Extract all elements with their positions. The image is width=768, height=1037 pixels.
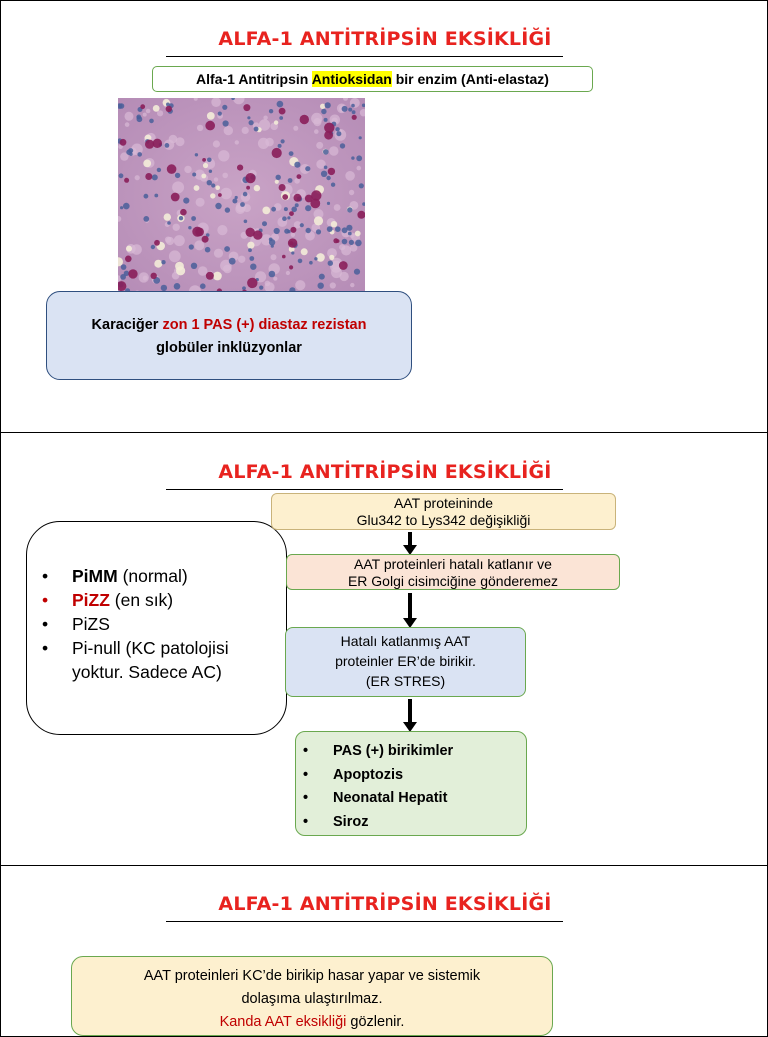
consequence-line2: dolaşıma ulaştırılmaz. (241, 991, 383, 1007)
slide-title: ALFA-1 ANTİTRİPSİN EKSİKLİĞİ (218, 461, 552, 483)
phenotype-name: PiMM (72, 566, 118, 586)
title-underline (166, 56, 563, 57)
caption-red-text: zon 1 PAS (+) diastaz rezistan (162, 317, 367, 333)
definition-text-2: bir enzim (Anti-elastaz) (391, 71, 549, 87)
phenotype-note: (normal) (117, 566, 188, 586)
phenotype-box: PiMM (normal)PiZZ (en sık)PiZSPi-null (K… (26, 521, 287, 735)
phenotype-name: PiZS (72, 614, 110, 634)
flow-box-er-stress: Hatalı katlanmış AAT proteinler ER’de bi… (285, 627, 526, 697)
slide-2: ALFA-1 ANTİTRİPSİN EKSİKLİĞİ PiMM (norma… (0, 432, 768, 867)
outcome-item: Neonatal Hepatit (303, 787, 526, 811)
outcome-list: PAS (+) birikimlerApoptozisNeonatal Hepa… (303, 740, 526, 834)
caption-box: Karaciğer zon 1 PAS (+) diastaz rezistan… (46, 291, 412, 380)
phenotype-name: PiZZ (72, 590, 110, 610)
consequence-box: AAT proteinleri KC’de birikip hasar yapa… (71, 956, 553, 1036)
phenotype-list: PiMM (normal)PiZZ (en sık)PiZSPi-null (K… (42, 564, 276, 684)
definition-text-1: Alfa-1 Antitripsin (196, 71, 312, 87)
antioxidant-highlight: Antioksidan (311, 71, 392, 87)
flow-box-mutation: AAT proteininde Glu342 to Lys342 değişik… (271, 493, 616, 530)
consequence-red-text: Kanda AAT eksikliği (219, 1014, 347, 1030)
outcome-item: Siroz (303, 811, 526, 835)
flow-box-outcomes: PAS (+) birikimlerApoptozisNeonatal Hepa… (295, 731, 527, 836)
definition-box: Alfa-1 Antitripsin Antioksidan bir enzim… (152, 66, 593, 92)
flow3-line1: Hatalı katlanmış AAT (340, 633, 471, 649)
phenotype-item: PiMM (normal) (42, 564, 276, 588)
phenotype-item: Pi-null (KC patolojisi yoktur. Sadece AC… (42, 636, 276, 684)
slide-title: ALFA-1 ANTİTRİPSİN EKSİKLİĞİ (218, 28, 552, 50)
slide-title: ALFA-1 ANTİTRİPSİN EKSİKLİĞİ (218, 893, 552, 915)
phenotype-item: PiZS (42, 612, 276, 636)
outcome-item: Apoptozis (303, 764, 526, 788)
flow3-line2: proteinler ER’de birikir. (335, 653, 476, 669)
title-underline (166, 921, 563, 922)
phenotype-name: Pi-null (KC patolojisi yoktur. Sadece AC… (72, 638, 229, 682)
outcome-item: PAS (+) birikimler (303, 740, 526, 764)
flow3-line3: (ER STRES) (365, 673, 446, 689)
consequence-line1: AAT proteinleri KC’de birikip hasar yapa… (143, 968, 481, 984)
arrow-down-icon (403, 593, 417, 628)
arrow-down-icon (403, 699, 417, 732)
slide-3: ALFA-1 ANTİTRİPSİN EKSİKLİĞİ AAT protein… (0, 865, 768, 1037)
flow-box-misfolding: AAT proteinleri hatalı katlanır ve ER Go… (286, 554, 620, 590)
title-underline (166, 489, 563, 490)
phenotype-note: (en sık) (109, 590, 174, 610)
liver-histology-image (118, 98, 365, 294)
flow2-line1: AAT proteinleri hatalı katlanır ve (354, 556, 552, 572)
caption-text-1: Karaciğer (91, 317, 163, 333)
consequence-line3: gözlenir. (346, 1014, 405, 1030)
caption-text-2: globüler inklüzyonlar (156, 340, 302, 356)
slide-1: ALFA-1 ANTİTRİPSİN EKSİKLİĞİ Alfa-1 Anti… (0, 0, 768, 434)
arrow-down-icon (403, 532, 417, 555)
flow1-line2: Glu342 to Lys342 değişikliği (356, 512, 531, 528)
flow2-line2: ER Golgi cisimciğine gönderemez (347, 573, 559, 589)
phenotype-item: PiZZ (en sık) (42, 588, 276, 612)
flow1-line1: AAT proteininde (393, 495, 494, 511)
